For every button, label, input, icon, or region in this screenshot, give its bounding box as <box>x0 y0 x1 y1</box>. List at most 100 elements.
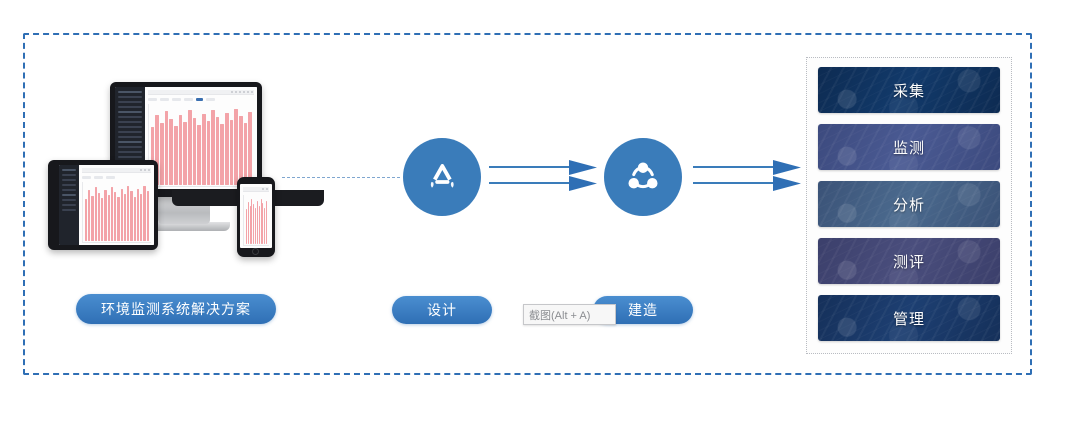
card-texture <box>818 124 1000 170</box>
chart-bar <box>234 108 238 185</box>
card-texture <box>818 67 1000 113</box>
step-design-button[interactable]: 设计 <box>392 296 492 324</box>
snip-tooltip-label: 截图(Alt + A) <box>529 309 591 322</box>
chart-bar <box>127 186 130 241</box>
monitor-base <box>140 222 230 231</box>
chart-bar <box>192 117 197 185</box>
chart-bar <box>225 112 229 185</box>
step-design-label: 设计 <box>427 302 457 318</box>
chart-bar <box>246 208 247 244</box>
step-build-label: 建造 <box>628 302 658 318</box>
step-design-circle[interactable] <box>403 138 481 216</box>
capability-card[interactable]: 测评 <box>818 238 1000 284</box>
chart-bar <box>133 196 136 241</box>
tablet-topbar <box>81 168 151 173</box>
chart-bar <box>187 110 192 185</box>
card-background <box>818 181 1000 227</box>
chart-bar <box>120 189 123 241</box>
chart-bar <box>248 112 252 185</box>
chart-bar <box>169 118 174 185</box>
step-build-circle[interactable] <box>604 138 682 216</box>
chart-bar <box>247 201 249 244</box>
chart-bar <box>266 200 267 244</box>
chart-bar <box>104 189 107 241</box>
card-background <box>818 295 1000 341</box>
card-label: 采集 <box>892 82 925 100</box>
dashboard-bar-chart <box>147 104 254 187</box>
chart-bar <box>88 190 91 241</box>
arrow-design-to-build <box>489 159 599 195</box>
chart-bar <box>215 116 220 185</box>
chart-bar <box>197 125 201 185</box>
chart-bar <box>174 125 178 185</box>
chart-bar <box>136 188 140 241</box>
chart-bar <box>155 115 160 185</box>
chart-bar <box>258 205 260 244</box>
outer-dashed-frame <box>23 33 1032 375</box>
tablet-screen <box>59 165 154 245</box>
dashed-connector <box>282 177 400 178</box>
arrow-build-to-outcomes <box>693 159 803 195</box>
card-label: 分析 <box>892 196 925 214</box>
chart-bar <box>183 121 187 185</box>
chart-bar <box>256 201 258 244</box>
chart-bar <box>143 185 146 241</box>
phone-dashboard <box>240 184 272 248</box>
tablet-filters <box>81 175 151 179</box>
chart-bar <box>114 192 117 241</box>
phone-topbar <box>243 187 269 192</box>
chart-bar <box>101 197 104 241</box>
chart-bar <box>264 207 266 244</box>
card-texture <box>818 181 1000 227</box>
tablet-dashboard <box>78 165 154 245</box>
dashboard-topbar <box>147 90 254 95</box>
chart-bar <box>91 195 94 241</box>
network-share-icon <box>628 162 658 189</box>
chart-bar <box>117 197 120 241</box>
capability-card[interactable]: 分析 <box>818 181 1000 227</box>
card-label: 管理 <box>892 310 925 328</box>
capability-card[interactable]: 监测 <box>818 124 1000 170</box>
chart-bar <box>110 186 114 241</box>
capability-card[interactable]: 采集 <box>818 67 1000 113</box>
chart-bar <box>164 111 169 185</box>
card-texture <box>818 295 1000 341</box>
chart-bar <box>262 203 264 244</box>
app-store-icon <box>430 164 454 188</box>
chart-bar <box>243 123 248 185</box>
phone-bar-chart <box>243 195 269 246</box>
chart-bar <box>150 126 155 185</box>
chart-bar <box>229 120 234 185</box>
chart-bar <box>160 122 164 185</box>
card-background <box>818 238 1000 284</box>
card-background <box>818 67 1000 113</box>
chart-bar <box>249 206 251 244</box>
chart-bar <box>178 114 183 185</box>
chart-bar <box>201 113 206 185</box>
tablet-bar-chart <box>81 182 151 243</box>
chart-bar <box>220 124 225 185</box>
solution-title-label: 环境监测系统解决方案 <box>101 301 251 317</box>
phone-device <box>237 177 275 257</box>
dashboard-filters <box>147 97 254 101</box>
chart-bar <box>107 194 110 241</box>
chart-bar <box>260 198 262 244</box>
card-label: 测评 <box>892 253 925 271</box>
chart-bar <box>238 116 243 185</box>
chart-bar <box>206 121 211 185</box>
tablet-device <box>48 160 158 250</box>
capability-card[interactable]: 管理 <box>818 295 1000 341</box>
chart-bar <box>255 208 256 244</box>
chart-bar <box>130 191 133 241</box>
chart-bar <box>84 198 88 241</box>
solution-title-button[interactable]: 环境监测系统解决方案 <box>76 294 276 324</box>
chart-bar <box>123 194 127 241</box>
card-label: 监测 <box>892 139 925 157</box>
card-background <box>818 124 1000 170</box>
capability-panel: 采集监测分析测评管理 <box>806 57 1012 354</box>
chart-bar <box>97 192 101 241</box>
chart-bar <box>253 203 255 244</box>
chart-bar <box>146 190 149 241</box>
chart-bar <box>94 187 97 241</box>
